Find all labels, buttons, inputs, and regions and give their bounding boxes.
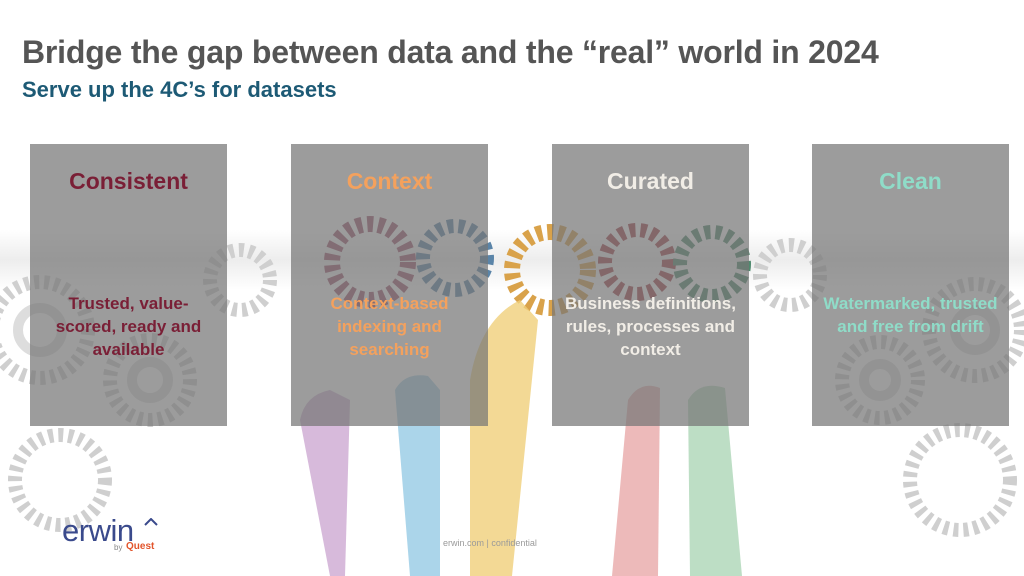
card-curated: Curated Business definitions, rules, pro… bbox=[552, 144, 749, 426]
page-title: Bridge the gap between data and the “rea… bbox=[22, 34, 879, 70]
card-clean: Clean Watermarked, trusted and free from… bbox=[812, 144, 1009, 426]
card-description: Context-based indexing and searching bbox=[330, 294, 449, 359]
page-subtitle: Serve up the 4C’s for datasets bbox=[22, 77, 337, 102]
card-title: Curated bbox=[607, 168, 694, 194]
card-title: Clean bbox=[879, 168, 942, 194]
logo-company: Quest bbox=[126, 541, 155, 552]
footer-text: erwin.com | confidential bbox=[443, 538, 537, 548]
card-description: Trusted, value-scored, ready and availab… bbox=[55, 294, 202, 359]
card-title: Consistent bbox=[69, 168, 188, 194]
logo-accent-icon bbox=[144, 518, 158, 526]
card-context: Context Context-based indexing and searc… bbox=[291, 144, 488, 426]
card-consistent: Consistent Trusted, value-scored, ready … bbox=[30, 144, 227, 426]
erwin-logo: erwin by Quest bbox=[62, 513, 172, 555]
card-description: Watermarked, trusted and free from drift bbox=[823, 294, 998, 336]
card-description: Business definitions, rules, processes a… bbox=[565, 294, 736, 359]
logo-wordmark: erwin bbox=[62, 513, 134, 548]
logo-by: by bbox=[114, 543, 123, 552]
card-title: Context bbox=[346, 168, 433, 194]
